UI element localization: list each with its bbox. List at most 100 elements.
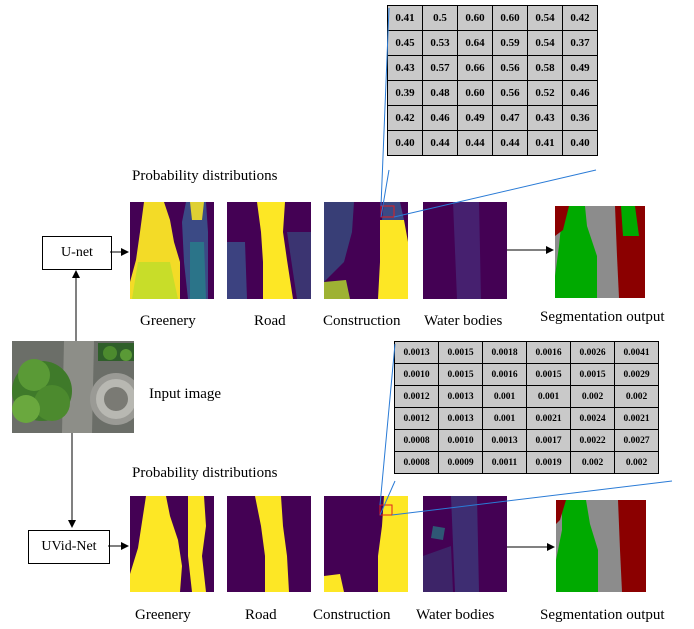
unet-table-cell: 0.40 — [562, 130, 598, 156]
uvidnet-table-cell: 0.0015 — [526, 363, 571, 386]
unet-table-cell: 0.54 — [527, 5, 563, 31]
uvidnet-class-label-greenery: Greenery — [135, 607, 191, 623]
unet-road-map — [227, 202, 311, 299]
input-image-label: Input image — [149, 386, 222, 402]
unet-class-label-road: Road — [254, 313, 286, 329]
unet-table-cell: 0.52 — [527, 80, 563, 106]
unet-table-cell: 0.43 — [387, 55, 423, 81]
uvidnet-table-cell: 0.001 — [482, 385, 527, 408]
prob-distributions-top-label: Probability distributions — [132, 168, 278, 184]
uvidnet-table-cell: 0.0026 — [570, 341, 615, 364]
uvidnet-table-cell: 0.0010 — [438, 429, 483, 452]
uvidnet-class-label-water-bodies: Water bodies — [416, 607, 495, 623]
uvidnet-table-cell: 0.0015 — [570, 363, 615, 386]
unet-table-cell: 0.49 — [457, 105, 493, 131]
input-aerial-image — [12, 341, 134, 433]
uvidnet-table-cell: 0.0021 — [526, 407, 571, 430]
unet-table-cell: 0.59 — [492, 30, 528, 56]
unet-table-cell: 0.45 — [387, 30, 423, 56]
uvidnet-table-cell: 0.002 — [570, 385, 615, 408]
uvidnet-table-cell: 0.002 — [570, 451, 615, 474]
unet-table-cell: 0.43 — [527, 105, 563, 131]
uvidnet-table-cell: 0.0016 — [526, 341, 571, 364]
unet-water-bodies-map — [423, 202, 507, 299]
uvidnet-table-cell: 0.0015 — [438, 341, 483, 364]
unet-table-cell: 0.66 — [457, 55, 493, 81]
unet-table-cell: 0.46 — [562, 80, 598, 106]
uvidnet-table-cell: 0.0013 — [438, 385, 483, 408]
unet-model-box: U-net — [42, 236, 112, 270]
uvidnet-table-cell: 0.0008 — [394, 451, 439, 474]
uvidnet-table-cell: 0.0027 — [614, 429, 659, 452]
uvidnet-table-cell: 0.001 — [526, 385, 571, 408]
uvidnet-zoom-line-left — [379, 343, 396, 506]
unet-table-cell: 0.42 — [562, 5, 598, 31]
uvidnet-road-map — [227, 496, 311, 592]
uvidnet-table-cell: 0.0041 — [614, 341, 659, 364]
uvidnet-class-label-road: Road — [245, 607, 277, 623]
uvidnet-table-cell: 0.0012 — [394, 407, 439, 430]
unet-class-label-greenery: Greenery — [140, 313, 196, 329]
unet-table-cell: 0.44 — [457, 130, 493, 156]
unet-table-cell: 0.44 — [492, 130, 528, 156]
unet-table-cell: 0.44 — [422, 130, 458, 156]
unet-table-cell: 0.64 — [457, 30, 493, 56]
uvidnet-table-cell: 0.0017 — [526, 429, 571, 452]
uvidnet-table-cell: 0.002 — [614, 451, 659, 474]
unet-table-cell: 0.41 — [527, 130, 563, 156]
unet-class-label-water-bodies: Water bodies — [424, 313, 503, 329]
uvidnet-table-cell: 0.0009 — [438, 451, 483, 474]
unet-table-cell: 0.40 — [387, 130, 423, 156]
unet-table-cell: 0.36 — [562, 105, 598, 131]
uvidnet-table-cell: 0.0016 — [482, 363, 527, 386]
unet-table-cell: 0.53 — [422, 30, 458, 56]
unet-table-cell: 0.60 — [457, 80, 493, 106]
unet-table-cell: 0.49 — [562, 55, 598, 81]
unet-table-cell: 0.60 — [492, 5, 528, 31]
unet-table-cell: 0.41 — [387, 5, 423, 31]
segmentation-output-top-label: Segmentation output — [540, 309, 665, 325]
unet-class-label-construction: Construction — [323, 313, 401, 329]
unet-table-cell: 0.57 — [422, 55, 458, 81]
uvidnet-table-cell: 0.002 — [614, 385, 659, 408]
uvidnet-table-cell: 0.001 — [482, 407, 527, 430]
uvidnet-segmentation-output — [556, 500, 646, 592]
unet-greenery-map — [130, 202, 214, 299]
uvidnet-table-cell: 0.0011 — [482, 451, 527, 474]
unet-construction-map — [324, 202, 408, 299]
uvidnet-table-cell: 0.0013 — [482, 429, 527, 452]
uvidnet-table-cell: 0.0010 — [394, 363, 439, 386]
unet-table-cell: 0.56 — [492, 80, 528, 106]
unet-table-cell: 0.48 — [422, 80, 458, 106]
unet-table-cell: 0.42 — [387, 105, 423, 131]
uvidnet-table-cell: 0.0012 — [394, 385, 439, 408]
unet-table-cell: 0.46 — [422, 105, 458, 131]
uvidnet-greenery-map — [130, 496, 214, 592]
uvidnet-water-bodies-map — [423, 496, 507, 592]
segmentation-output-bottom-label: Segmentation output — [540, 607, 665, 623]
uvidnet-table-cell: 0.0008 — [394, 429, 439, 452]
uvidnet-table-cell: 0.0015 — [438, 363, 483, 386]
unet-table-cell: 0.56 — [492, 55, 528, 81]
prob-distributions-bottom-label: Probability distributions — [132, 465, 278, 481]
uvidnet-class-label-construction: Construction — [313, 607, 391, 623]
uvidnet-table-cell: 0.0022 — [570, 429, 615, 452]
unet-table-cell: 0.54 — [527, 30, 563, 56]
uvidnet-model-box: UVid-Net — [28, 530, 110, 564]
uvidnet-table-cell: 0.0018 — [482, 341, 527, 364]
uvidnet-table-cell: 0.0021 — [614, 407, 659, 430]
unet-table-cell: 0.58 — [527, 55, 563, 81]
